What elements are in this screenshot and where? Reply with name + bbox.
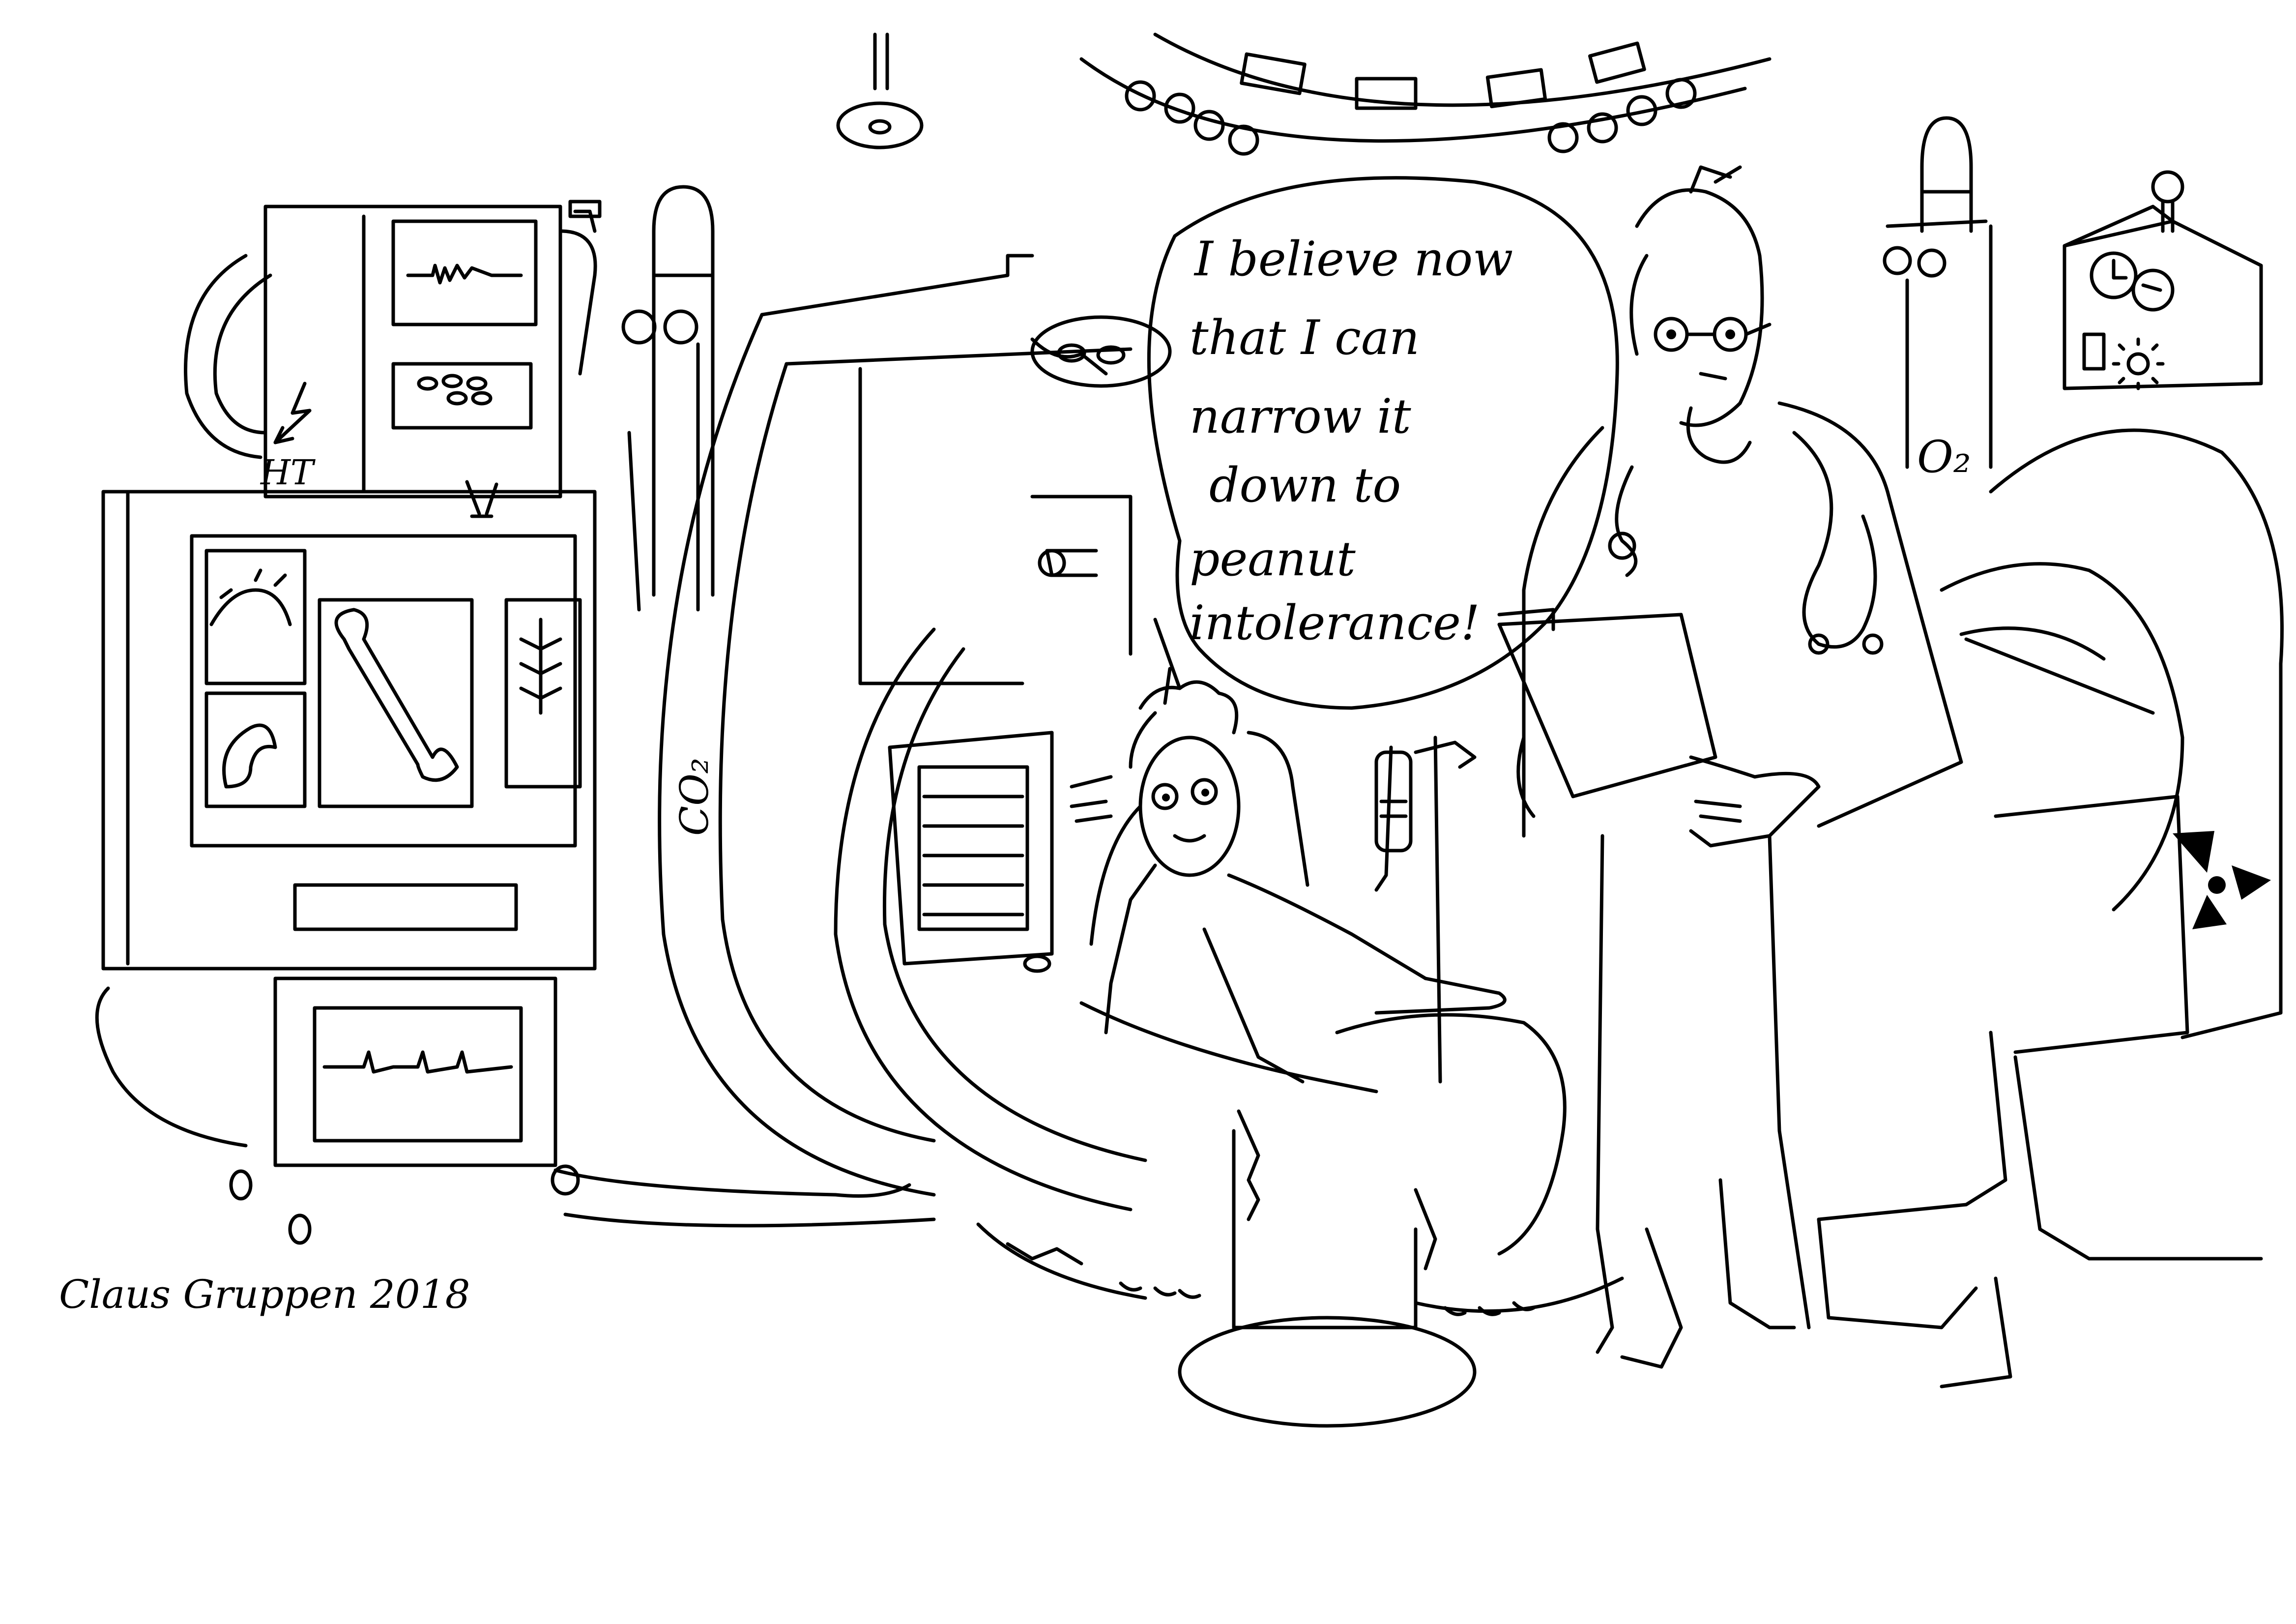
speech-line-2: that I can [1190,310,1420,365]
patient [1070,680,1567,1270]
ceiling-light-arc [1079,32,1772,156]
exam-chair-base [976,1129,1624,1428]
artist-signature: Claus Gruppen 2018 [59,1271,470,1317]
ceiling-lamp [836,32,924,149]
c-arm-xray: CO₂ [658,254,1182,1211]
radiation-trefoil-icon [2173,831,2271,929]
speech-bubble: I believe now that I can narrow it down … [1147,176,1619,710]
iv-drip-stand [1374,736,1477,1084]
speech-line-4: down to [1209,458,1401,513]
gas-cylinder-left [621,185,715,612]
high-voltage-label: HT [260,452,316,493]
speech-line-6: intolerance! [1190,595,1480,650]
anaesthesia-machine: HT [184,200,602,518]
imaging-monitor-cart [95,490,936,1245]
speech-line-5: peanut [1190,531,1356,587]
speech-line-3: narrow it [1190,389,1411,444]
ct-scanner [1817,428,2284,1388]
speech-line-1: I believe now [1193,232,1513,287]
control-console [2063,170,2263,390]
doctor [1497,165,1963,1369]
svg-text:I believe now that I can: I believe now that I can narrow it down … [1190,232,1528,650]
clock-icon [2090,251,2138,299]
oxygen-label: O₂ [1917,431,1971,483]
instrument-cabinet [888,731,1054,973]
gas-cylinder-right: O₂ [1883,116,1993,483]
sun-icon [2112,337,2165,390]
carbon-dioxide-label: CO₂ [671,758,717,836]
lightning-bolt-icon [273,382,312,444]
